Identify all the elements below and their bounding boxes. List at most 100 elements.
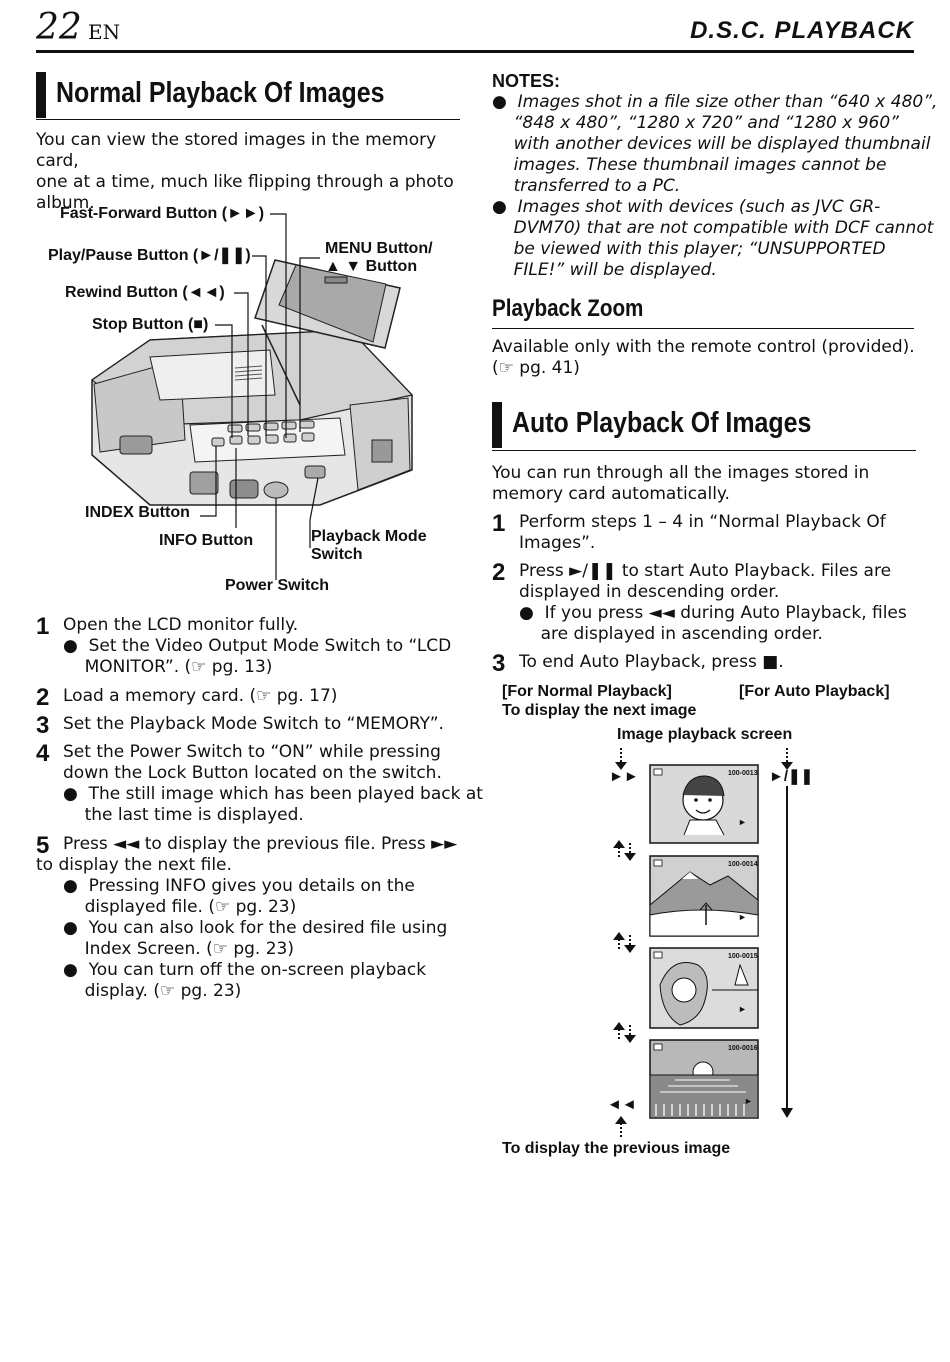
intro-line: memory card automatically. bbox=[492, 484, 730, 504]
normal-steps: 1 Open the LCD monitor fully. ● Set the … bbox=[36, 613, 483, 1002]
up-down-arrows-icon bbox=[613, 840, 636, 861]
frame-number: 100-0014 bbox=[728, 861, 758, 868]
rewind-button-label: Rewind Button (◄◄) bbox=[65, 284, 225, 301]
thumbnail-frame-4: 100-0016 ► bbox=[649, 1039, 759, 1119]
index-button-label: INDEX Button bbox=[85, 504, 190, 521]
play-pause-button-label: Play/Pause Button (►/❚❚) bbox=[48, 247, 251, 264]
svg-text:►: ► bbox=[738, 817, 747, 827]
frame-number: 100-0013 bbox=[728, 770, 758, 777]
camcorder-jack bbox=[371, 439, 393, 463]
step-item: 3 To end Auto Playback, press ■. bbox=[492, 652, 920, 676]
svg-text:►: ► bbox=[738, 1004, 747, 1014]
note-line: FILE!” will be displayed. bbox=[492, 260, 717, 280]
heading-rule bbox=[36, 119, 460, 120]
for-normal-label: [For Normal Playback] bbox=[502, 683, 672, 700]
normal-playback-heading: Normal Playback Of Images bbox=[56, 77, 385, 109]
note-line: “848 x 480”, “1280 x 720” and “1280 x 96… bbox=[492, 113, 899, 133]
step-number: 3 bbox=[36, 712, 50, 739]
subheading-rule bbox=[492, 328, 914, 329]
for-auto-label: [For Auto Playback] bbox=[739, 683, 890, 700]
rewind-symbol: ◄◄ bbox=[607, 1096, 637, 1113]
step-line: MONITOR”. (☞ pg. 13) bbox=[63, 657, 273, 677]
up-down-arrows-icon bbox=[613, 932, 636, 953]
step-line: Images”. bbox=[519, 533, 596, 553]
step-item: 2 Press ►/❚❚ to start Auto Playback. Fil… bbox=[492, 561, 920, 645]
step-number: 4 bbox=[36, 740, 50, 767]
auto-playback-heading: Auto Playback Of Images bbox=[512, 407, 812, 439]
step-line: to display the next file. bbox=[36, 855, 232, 875]
auto-intro: You can run through all the images store… bbox=[492, 463, 917, 505]
step-line: display. (☞ pg. 23) bbox=[63, 981, 242, 1001]
screen-label: Image playback screen bbox=[617, 726, 793, 743]
thumbnail-frame-3: 100-0015 ► bbox=[649, 947, 759, 1029]
note-line: DVM70) that are not compatible with DCF … bbox=[492, 218, 934, 238]
power-switch-label: Power Switch bbox=[225, 577, 330, 594]
step-item: 3 Set the Playback Mode Switch to “MEMOR… bbox=[36, 712, 464, 739]
play-pause-symbol: ►/❚❚ bbox=[769, 768, 814, 785]
zoom-line: (☞ pg. 41) bbox=[492, 358, 580, 378]
step-line: Press ◄◄ to display the previous file. P… bbox=[63, 834, 458, 854]
intro-line: You can run through all the images store… bbox=[492, 463, 870, 483]
step-number: 1 bbox=[36, 613, 50, 640]
section-title: D.S.C. PLAYBACK bbox=[690, 17, 914, 44]
step-number: 1 bbox=[492, 510, 506, 537]
next-image-label: To display the next image bbox=[502, 702, 697, 719]
mode-switch-label-2: Switch bbox=[311, 546, 363, 563]
step-line: ● The still image which has been played … bbox=[63, 784, 483, 804]
step-bullet: ● Set the Video Output Mode Switch to “L… bbox=[36, 636, 464, 678]
next-arrow-icon bbox=[615, 748, 627, 770]
front-port bbox=[189, 471, 219, 495]
heading-bar bbox=[492, 402, 502, 448]
camcorder-slot bbox=[119, 435, 153, 455]
auto-sequence-arrow-icon bbox=[781, 786, 793, 1118]
step-bullet: ● The still image which has been played … bbox=[36, 784, 483, 826]
step-bullet: ● You can turn off the on-screen playbac… bbox=[36, 960, 464, 1002]
frame-number: 100-0015 bbox=[728, 953, 758, 960]
step-bullet: ● You can also look for the desired file… bbox=[36, 918, 464, 960]
thumbnail-frame-2: 100-0014 ► bbox=[649, 855, 759, 937]
step-line: To end Auto Playback, press ■. bbox=[519, 652, 784, 672]
previous-image-label: To display the previous image bbox=[502, 1140, 731, 1157]
mode-switch bbox=[304, 465, 326, 479]
heading-rule bbox=[492, 450, 916, 451]
lcd-screen bbox=[278, 264, 387, 343]
step-line: ● Set the Video Output Mode Switch to “L… bbox=[63, 636, 452, 656]
step-line: ● If you press ◄◄ during Auto Playback, … bbox=[519, 603, 907, 623]
camcorder-illustration bbox=[90, 213, 414, 580]
note-line: with another devices will be displayed t… bbox=[492, 134, 931, 154]
frame-number: 100-0016 bbox=[728, 1045, 758, 1052]
intro-line: one at a time, much like flipping throug… bbox=[36, 172, 454, 192]
front-grip bbox=[229, 479, 259, 499]
ff-symbol: ►► bbox=[609, 768, 639, 785]
step-line: Open the LCD monitor fully. bbox=[63, 615, 299, 635]
step-number: 2 bbox=[492, 559, 506, 586]
ff-button-label: Fast-Forward Button (►►) bbox=[60, 205, 265, 222]
step-item: 1 Open the LCD monitor fully. bbox=[36, 613, 464, 640]
info-button-label: INFO Button bbox=[159, 532, 254, 549]
note-line: images. These thumbnail images cannot be bbox=[492, 155, 887, 175]
step-line: Load a memory card. (☞ pg. 17) bbox=[63, 686, 338, 706]
camcorder-deck bbox=[149, 349, 276, 401]
step-line: displayed in descending order. bbox=[519, 582, 780, 602]
header-rule bbox=[36, 50, 914, 53]
normal-intro: You can view the stored images in the me… bbox=[36, 130, 466, 214]
step-number: 2 bbox=[36, 684, 50, 711]
leader-lines bbox=[200, 213, 320, 580]
step-line: Index Screen. (☞ pg. 23) bbox=[63, 939, 295, 959]
note-item: ● Images shot with devices (such as JVC … bbox=[492, 197, 934, 281]
notes-title: NOTES: bbox=[492, 71, 561, 91]
auto-steps: 1 Perform steps 1 – 4 in “Normal Playbac… bbox=[492, 510, 920, 676]
up-down-arrows-icon bbox=[613, 1022, 636, 1043]
intro-line: album. bbox=[36, 193, 95, 213]
menu-button-label-1: MENU Button/ bbox=[325, 240, 433, 257]
playback-sequence-diagram: 100-0013 ► 100-0014 ► 100-0015 ► 100-001… bbox=[613, 748, 793, 1138]
previous-arrow-icon bbox=[615, 1116, 627, 1138]
step-item: 2 Load a memory card. (☞ pg. 17) bbox=[36, 684, 464, 711]
zoom-text: Available only with the remote control (… bbox=[492, 337, 917, 379]
step-line: displayed file. (☞ pg. 23) bbox=[63, 897, 297, 917]
notes-list: ● Images shot in a file size other than … bbox=[492, 92, 937, 281]
language-code: EN bbox=[88, 20, 121, 44]
intro-line: You can view the stored images in the me… bbox=[36, 130, 437, 171]
page-number: 22 bbox=[36, 7, 82, 48]
note-line: ● Images shot with devices (such as JVC … bbox=[492, 197, 881, 217]
